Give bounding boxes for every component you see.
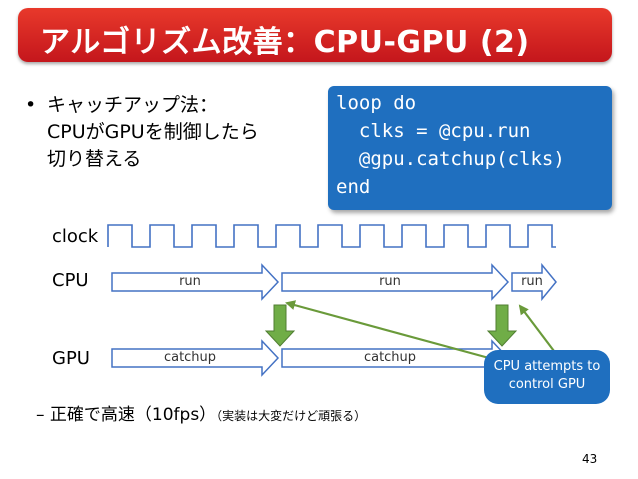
clock-waveform (107, 224, 556, 248)
code-line-2: clks = @cpu.run (336, 120, 531, 142)
code-line-3: @gpu.catchup(clks) (336, 148, 565, 170)
code-line-4: end (336, 176, 371, 198)
switch-arrow-1 (264, 304, 296, 347)
sub-bullet-note: （実装は大変だけど頑張る） (216, 409, 367, 423)
code-box: loop do clks = @cpu.run @gpu.catchup(clk… (328, 86, 612, 210)
gpu-catchup-label-2: catchup (363, 350, 417, 365)
sub-bullet-marker: – (36, 405, 45, 425)
callout-line-1: CPU attempts to (493, 359, 601, 374)
gpu-catchup-label-1: catchup (163, 350, 217, 365)
sub-bullet-main: 正確で高速（10fps） (49, 405, 217, 425)
title-bar: アルゴリズム改善：CPU-GPU (2) (18, 8, 612, 62)
callout-line-2: control GPU (508, 377, 586, 392)
cpu-run-arrow-1 (111, 263, 280, 301)
switch-arrow-2 (486, 304, 518, 347)
bullet-line-3: 切り替える (47, 148, 142, 170)
gpu-catchup-arrow-1 (111, 339, 280, 377)
bullet-line-2: CPUがGPUを制御したら (47, 121, 259, 143)
cpu-run-label-1: run (179, 274, 201, 289)
cpu-run-arrow-2 (281, 263, 510, 301)
clock-label: clock (52, 226, 99, 247)
page-number: 43 (582, 452, 598, 466)
bullet-line-1: キャッチアップ法： (47, 94, 219, 116)
cpu-run-label-2: run (379, 274, 401, 289)
code-line-1: loop do (336, 92, 417, 114)
cpu-run-label-3: run (521, 274, 543, 289)
callout-pointer-1 (285, 300, 501, 363)
cpu-label: CPU (52, 270, 89, 291)
bullet-marker: • (25, 94, 37, 116)
slide-title: アルゴリズム改善：CPU-GPU (2) (40, 25, 530, 60)
cpu-control-callout: CPU attempts to control GPU (484, 350, 610, 404)
cpu-run-arrow-3 (511, 262, 557, 302)
sub-bullet: – 正確で高速（10fps）（実装は大変だけど頑張る） (36, 400, 366, 425)
gpu-label: GPU (52, 348, 90, 369)
